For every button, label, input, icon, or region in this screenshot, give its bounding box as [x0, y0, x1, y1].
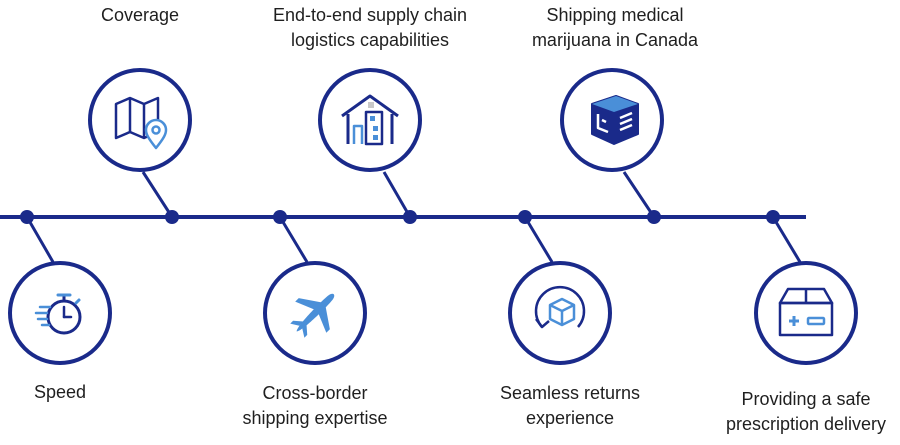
warehouse-icon — [341, 94, 399, 146]
label-line: prescription delivery — [725, 414, 887, 434]
label-coverage: Coverage — [80, 3, 200, 28]
connector-cross-border — [278, 216, 309, 263]
connector-marijuana — [622, 171, 656, 218]
label-line: experience — [525, 408, 615, 428]
label-line: logistics capabilities — [290, 30, 450, 50]
icon-circle-speed — [8, 261, 112, 365]
stopwatch-icon — [34, 293, 82, 335]
timeline-dot-supply-chain — [403, 210, 417, 224]
timeline-dot-marijuana — [647, 210, 661, 224]
label-supply-chain: End-to-end supply chain logistics capabi… — [245, 3, 495, 53]
label-line: marijuana in Canada — [531, 30, 699, 50]
label-marijuana: Shipping medical marijuana in Canada — [525, 3, 705, 53]
connector-supply-chain — [382, 171, 412, 218]
label-cross-border: Cross-border shipping expertise — [225, 381, 405, 431]
shipping-box-icon — [591, 95, 639, 145]
map-pin-icon — [114, 96, 168, 150]
connector-speed — [25, 216, 55, 263]
label-line: Providing a safe — [741, 389, 871, 409]
label-line: Shipping medical — [546, 5, 684, 25]
icon-circle-coverage — [88, 68, 192, 172]
icon-circle-prescription — [754, 261, 858, 365]
label-line: Cross-border — [262, 383, 368, 403]
connector-coverage — [141, 171, 174, 218]
label-line: Speed — [33, 382, 87, 402]
connector-returns — [523, 216, 554, 263]
label-prescription: Providing a safe prescription delivery — [712, 387, 900, 437]
timeline-dot-prescription — [766, 210, 780, 224]
airplane-icon — [290, 293, 335, 338]
icon-circle-returns — [508, 261, 612, 365]
timeline-dot-returns — [518, 210, 532, 224]
label-line: shipping expertise — [242, 408, 388, 428]
timeline-dot-cross-border — [273, 210, 287, 224]
connectors — [25, 171, 802, 263]
label-speed: Speed — [20, 380, 100, 405]
timeline-dots — [20, 210, 780, 224]
medical-box-icon — [778, 287, 834, 337]
label-line: End-to-end supply chain — [272, 5, 468, 25]
connector-prescription — [771, 216, 802, 263]
returns-box-icon — [534, 285, 586, 329]
label-returns: Seamless returns experience — [480, 381, 660, 431]
label-line: Seamless returns — [499, 383, 641, 403]
timeline-dot-speed — [20, 210, 34, 224]
timeline-dot-coverage — [165, 210, 179, 224]
label-line: Coverage — [100, 5, 180, 25]
